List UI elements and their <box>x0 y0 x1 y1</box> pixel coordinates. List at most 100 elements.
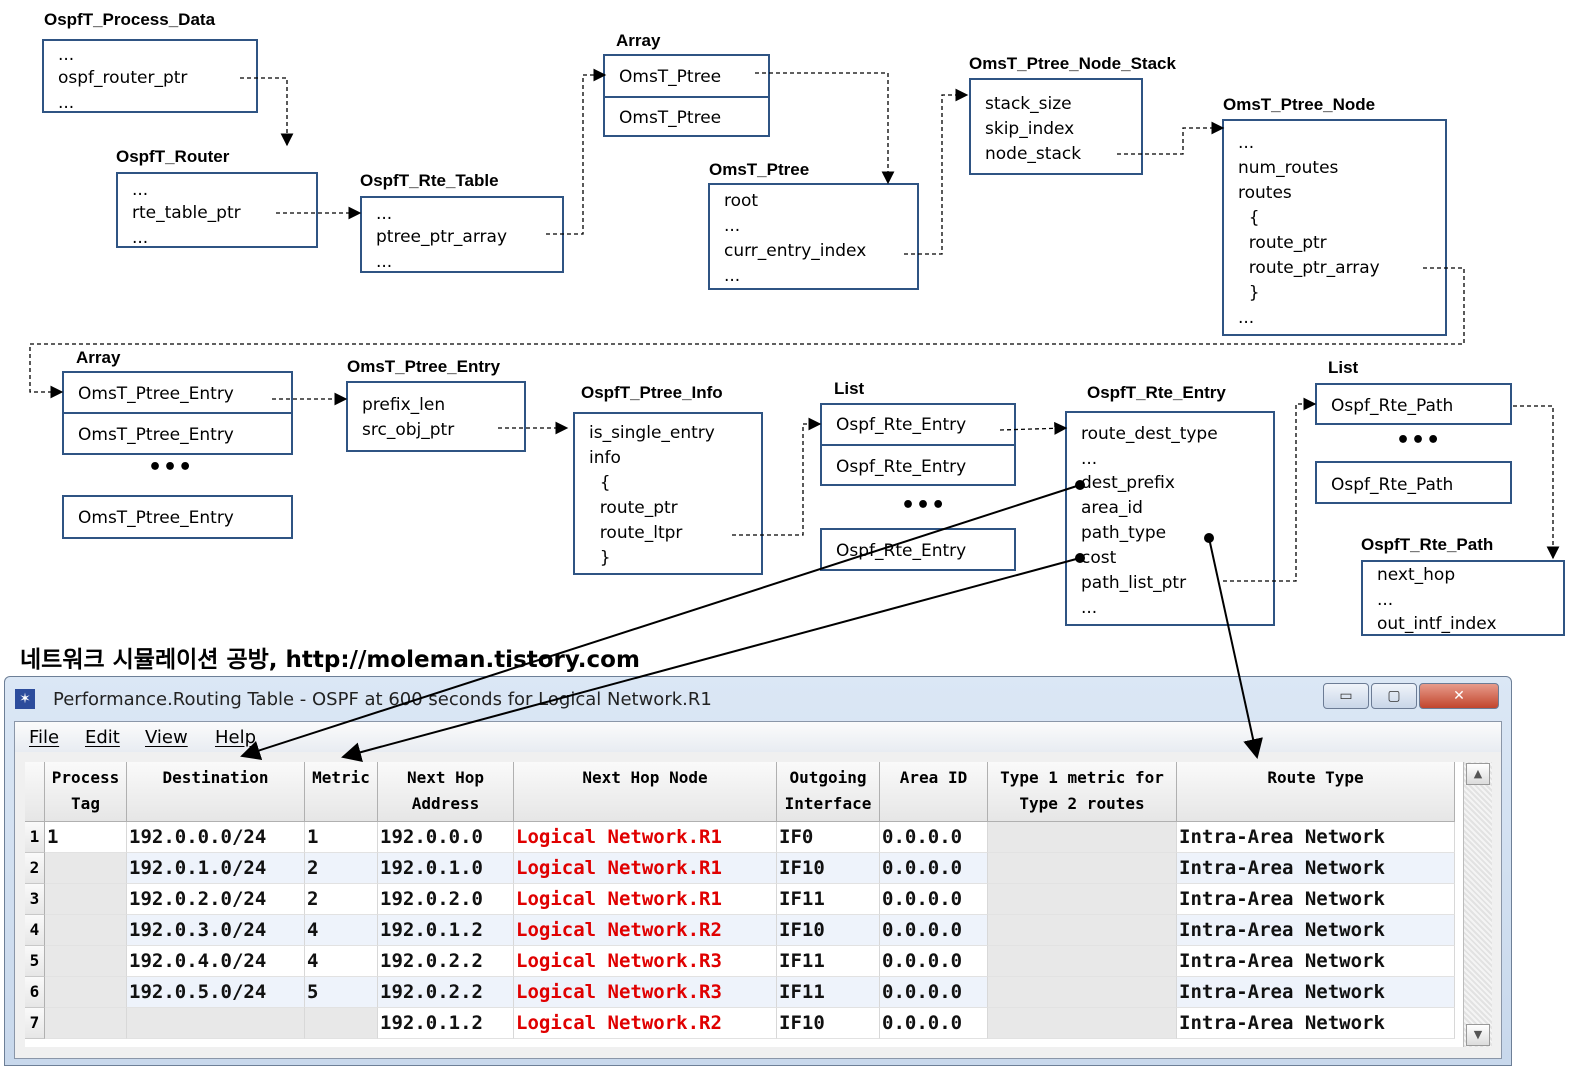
table-cell[interactable]: Logical Network.R1 <box>514 853 777 884</box>
scroll-up-icon[interactable]: ▲ <box>1466 763 1490 785</box>
column-header[interactable]: Type 1 metric for Type 2 routes <box>988 762 1177 822</box>
table-cell[interactable]: 192.0.2.2 <box>378 946 514 977</box>
row-number[interactable]: 6 <box>25 977 45 1008</box>
field: rte_table_ptr <box>132 203 241 223</box>
row-number[interactable]: 7 <box>25 1008 45 1039</box>
table-cell[interactable] <box>45 853 127 884</box>
menu-view[interactable]: View <box>145 727 188 748</box>
table-cell[interactable]: Intra-Area Network <box>1177 946 1455 977</box>
table-cell[interactable]: IF11 <box>777 884 880 915</box>
table-cell[interactable]: 192.0.5.0/24 <box>127 977 305 1008</box>
column-header[interactable]: Area ID <box>880 762 988 822</box>
table-cell[interactable] <box>988 977 1177 1008</box>
table-cell[interactable]: 2 <box>305 884 378 915</box>
column-header[interactable]: Metric <box>305 762 378 822</box>
field: route_ptr <box>589 498 678 518</box>
menu-file[interactable]: File <box>29 727 60 748</box>
table-cell[interactable]: 192.0.2.2 <box>378 977 514 1008</box>
table-cell[interactable]: Intra-Area Network <box>1177 853 1455 884</box>
table-cell[interactable]: Intra-Area Network <box>1177 822 1455 853</box>
table-cell[interactable] <box>45 946 127 977</box>
table-cell[interactable]: IF10 <box>777 853 880 884</box>
table-cell[interactable]: 192.0.4.0/24 <box>127 946 305 977</box>
row-number[interactable]: 1 <box>25 822 45 853</box>
table-cell[interactable]: 192.0.1.2 <box>378 915 514 946</box>
table-cell[interactable]: Logical Network.R1 <box>514 822 777 853</box>
column-header[interactable]: Next Hop Node <box>514 762 777 822</box>
menu-edit[interactable]: Edit <box>85 727 120 748</box>
table-cell[interactable]: 1 <box>305 822 378 853</box>
field: { <box>589 473 611 493</box>
rte-path-arrow <box>1513 405 1560 560</box>
close-button[interactable]: ✕ <box>1419 683 1499 709</box>
table-cell[interactable]: Intra-Area Network <box>1177 1008 1455 1039</box>
row-number[interactable]: 5 <box>25 946 45 977</box>
row-number[interactable]: 4 <box>25 915 45 946</box>
table-cell[interactable] <box>988 946 1177 977</box>
minimize-button[interactable]: ▭ <box>1323 683 1369 709</box>
table-cell[interactable]: Logical Network.R3 <box>514 977 777 1008</box>
table-cell[interactable]: 2 <box>305 853 378 884</box>
table-cell[interactable]: Intra-Area Network <box>1177 884 1455 915</box>
table-cell[interactable]: IF10 <box>777 915 880 946</box>
table-cell[interactable] <box>45 1008 127 1039</box>
table-cell[interactable]: 192.0.3.0/24 <box>127 915 305 946</box>
table-cell[interactable]: 4 <box>305 946 378 977</box>
table-cell[interactable]: 192.0.1.0/24 <box>127 853 305 884</box>
column-header[interactable]: Next Hop Address <box>378 762 514 822</box>
table-cell[interactable] <box>988 822 1177 853</box>
table-cell[interactable]: IF10 <box>777 1008 880 1039</box>
list-last-box: Ospf_Rte_Entry <box>820 528 1016 571</box>
column-header[interactable]: Route Type <box>1177 762 1455 822</box>
table-cell[interactable]: 0.0.0.0 <box>880 1008 988 1039</box>
table-cell[interactable] <box>988 1008 1177 1039</box>
table-cell[interactable]: 192.0.1.2 <box>378 1008 514 1039</box>
table-cell[interactable]: 0.0.0.0 <box>880 853 988 884</box>
table-cell[interactable] <box>988 884 1177 915</box>
table-cell[interactable] <box>127 1008 305 1039</box>
table-cell[interactable]: IF11 <box>777 977 880 1008</box>
column-header[interactable]: Destination <box>127 762 305 822</box>
column-header[interactable]: Outgoing Interface <box>777 762 880 822</box>
array-box: OmsT_Ptree OmsT_Ptree <box>603 54 770 137</box>
table-cell[interactable]: Logical Network.R2 <box>514 1008 777 1039</box>
table-cell[interactable]: Intra-Area Network <box>1177 977 1455 1008</box>
array-2-last-box: OmsT_Ptree_Entry <box>62 495 293 539</box>
table-cell[interactable] <box>45 884 127 915</box>
row-number[interactable]: 3 <box>25 884 45 915</box>
table-cell[interactable] <box>988 915 1177 946</box>
table-cell[interactable]: Logical Network.R2 <box>514 915 777 946</box>
table-cell[interactable]: Logical Network.R1 <box>514 884 777 915</box>
table-cell[interactable]: 1 <box>45 822 127 853</box>
table-cell[interactable]: 4 <box>305 915 378 946</box>
column-header[interactable]: Process Tag <box>45 762 127 822</box>
table-cell[interactable]: 192.0.2.0/24 <box>127 884 305 915</box>
table-cell[interactable] <box>988 853 1177 884</box>
table-cell[interactable]: 0.0.0.0 <box>880 884 988 915</box>
menu-help[interactable]: Help <box>215 727 257 748</box>
table-cell[interactable]: Logical Network.R3 <box>514 946 777 977</box>
row-number[interactable]: 2 <box>25 853 45 884</box>
maximize-button[interactable]: ▢ <box>1371 683 1417 709</box>
table-cell[interactable] <box>305 1008 378 1039</box>
table-cell[interactable] <box>45 915 127 946</box>
table-cell[interactable]: 0.0.0.0 <box>880 822 988 853</box>
box-title-list: List <box>834 379 865 398</box>
table-cell[interactable] <box>45 977 127 1008</box>
vertical-scrollbar[interactable]: ▲ ▼ <box>1463 762 1492 1047</box>
table-cell[interactable]: IF11 <box>777 946 880 977</box>
box-title-ptree-node: OmsT_Ptree_Node <box>1223 95 1376 114</box>
table-cell[interactable]: 0.0.0.0 <box>880 915 988 946</box>
table-cell[interactable]: Intra-Area Network <box>1177 915 1455 946</box>
table-cell[interactable]: 192.0.2.0 <box>378 884 514 915</box>
table-cell[interactable]: IF0 <box>777 822 880 853</box>
table-cell[interactable]: 5 <box>305 977 378 1008</box>
table-cell[interactable]: 192.0.0.0 <box>378 822 514 853</box>
table-cell[interactable]: 192.0.0.0/24 <box>127 822 305 853</box>
title-bar[interactable]: ✶ Performance.Routing Table - OSPF at 60… <box>5 677 1511 721</box>
table-cell[interactable]: 0.0.0.0 <box>880 946 988 977</box>
table-cell[interactable]: 192.0.1.0 <box>378 853 514 884</box>
scroll-down-icon[interactable]: ▼ <box>1466 1024 1490 1046</box>
table-cell[interactable]: 0.0.0.0 <box>880 977 988 1008</box>
field: path_list_ptr <box>1081 573 1187 593</box>
